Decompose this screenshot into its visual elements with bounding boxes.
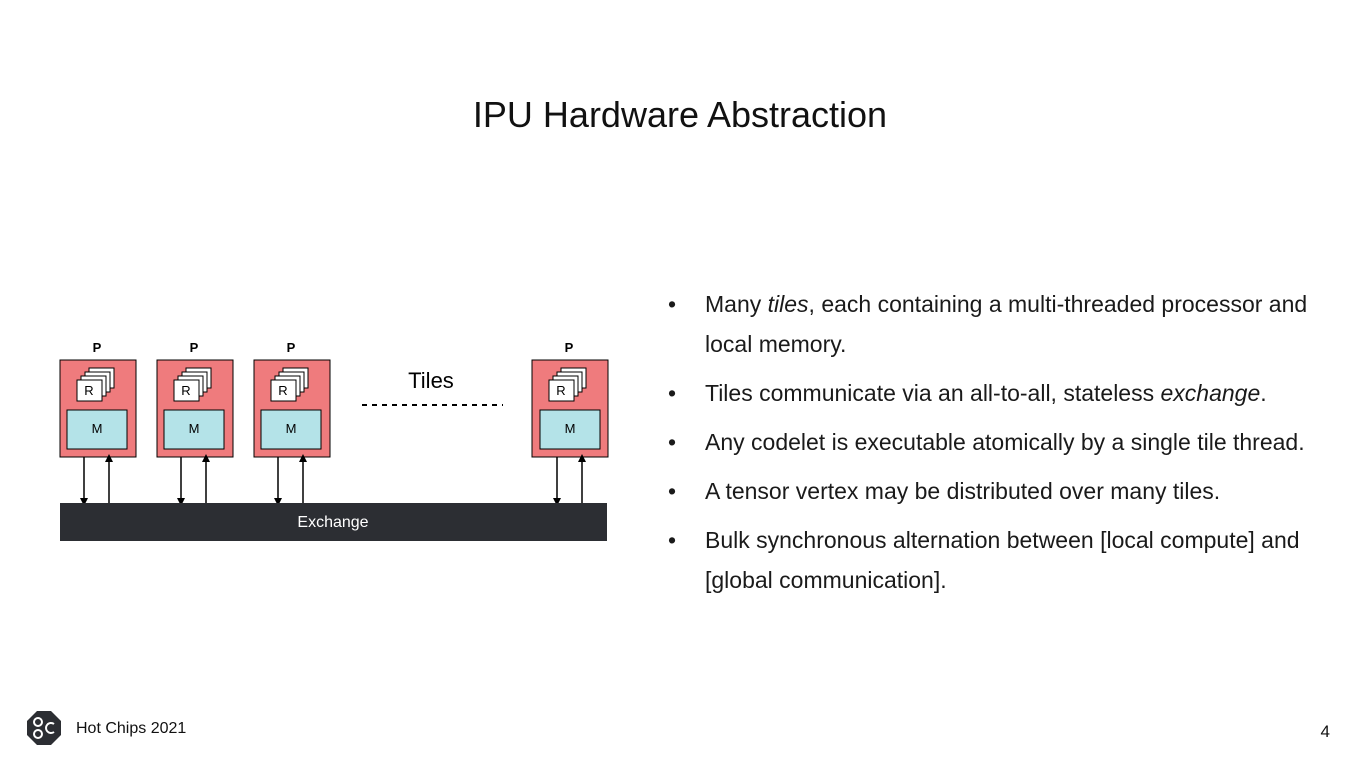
- bullet-item: • A tensor vertex may be distributed ove…: [668, 471, 1318, 511]
- bullet-item: • Tiles communicate via an all-to-all, s…: [668, 373, 1318, 413]
- tile-3-register: [270, 379, 297, 402]
- tile-1-memory: [66, 409, 128, 450]
- tile-3-memory: [260, 409, 322, 450]
- bullet-dot: •: [668, 527, 677, 553]
- tile-3: P R M: [253, 340, 331, 506]
- graphcore-logo-icon: [27, 711, 61, 745]
- bullet-item: • Any codelet is executable atomically b…: [668, 422, 1318, 462]
- bullet-2-pre: Tiles communicate via an all-to-all, sta…: [705, 380, 1161, 406]
- bullet-dot: •: [668, 380, 677, 406]
- tile-2: P R M: [156, 340, 234, 506]
- slide-title: IPU Hardware Abstraction: [472, 94, 888, 135]
- tile-1-register: [76, 379, 103, 402]
- page-number: 4: [1320, 722, 1330, 741]
- tiles-label: Tiles: [408, 368, 454, 393]
- bullet-2-post: .: [1260, 380, 1267, 406]
- tile-1-processor-label: P: [93, 340, 102, 355]
- bullet-1-emphasis: tiles: [767, 291, 809, 317]
- tile-1-register-label: R: [84, 383, 93, 398]
- tile-3-register-label: R: [278, 383, 287, 398]
- tile-2-processor-label: P: [190, 340, 199, 355]
- tile-2-memory-label: M: [189, 421, 200, 436]
- bullet-1-pre: Many: [705, 291, 768, 317]
- bullet-dot: •: [668, 291, 677, 317]
- bullet-2-emphasis: exchange: [1160, 380, 1261, 406]
- tile-4-processor-label: P: [565, 340, 574, 355]
- bullet-list: • Many tiles, each containing a multi-th…: [668, 284, 1318, 609]
- tile-4: P R M: [531, 340, 609, 506]
- ipu-architecture-diagram: P R M P R M P R M T: [59, 340, 609, 541]
- bullet-dot: •: [668, 478, 677, 504]
- bullet-item: • Many tiles, each containing a multi-th…: [668, 284, 1318, 364]
- tile-3-processor-label: P: [287, 340, 296, 355]
- tile-4-memory-label: M: [565, 421, 576, 436]
- bullet-3-text: Any codelet is executable atomically by …: [705, 429, 1305, 455]
- exchange-label: Exchange: [297, 514, 368, 531]
- exchange-bar: [60, 503, 607, 541]
- tile-4-register: [548, 379, 575, 402]
- tile-2-register-label: R: [181, 383, 190, 398]
- tile-4-register-label: R: [556, 383, 565, 398]
- tile-2-register: [173, 379, 200, 402]
- tile-4-memory: [539, 409, 601, 450]
- tile-1: P R M: [59, 340, 137, 506]
- bullet-item: • Bulk synchronous alternation between […: [668, 520, 1318, 600]
- tile-1-memory-label: M: [92, 421, 103, 436]
- bullet-5-text: Bulk synchronous alternation between [lo…: [705, 527, 1300, 593]
- bullet-1-post: , each containing a multi-threaded proce…: [705, 291, 1308, 357]
- footer-conference: Hot Chips 2021: [76, 720, 187, 737]
- bullet-dot: •: [668, 429, 677, 455]
- bullet-4-text: A tensor vertex may be distributed over …: [705, 478, 1221, 504]
- tile-3-memory-label: M: [286, 421, 297, 436]
- tile-2-memory: [163, 409, 225, 450]
